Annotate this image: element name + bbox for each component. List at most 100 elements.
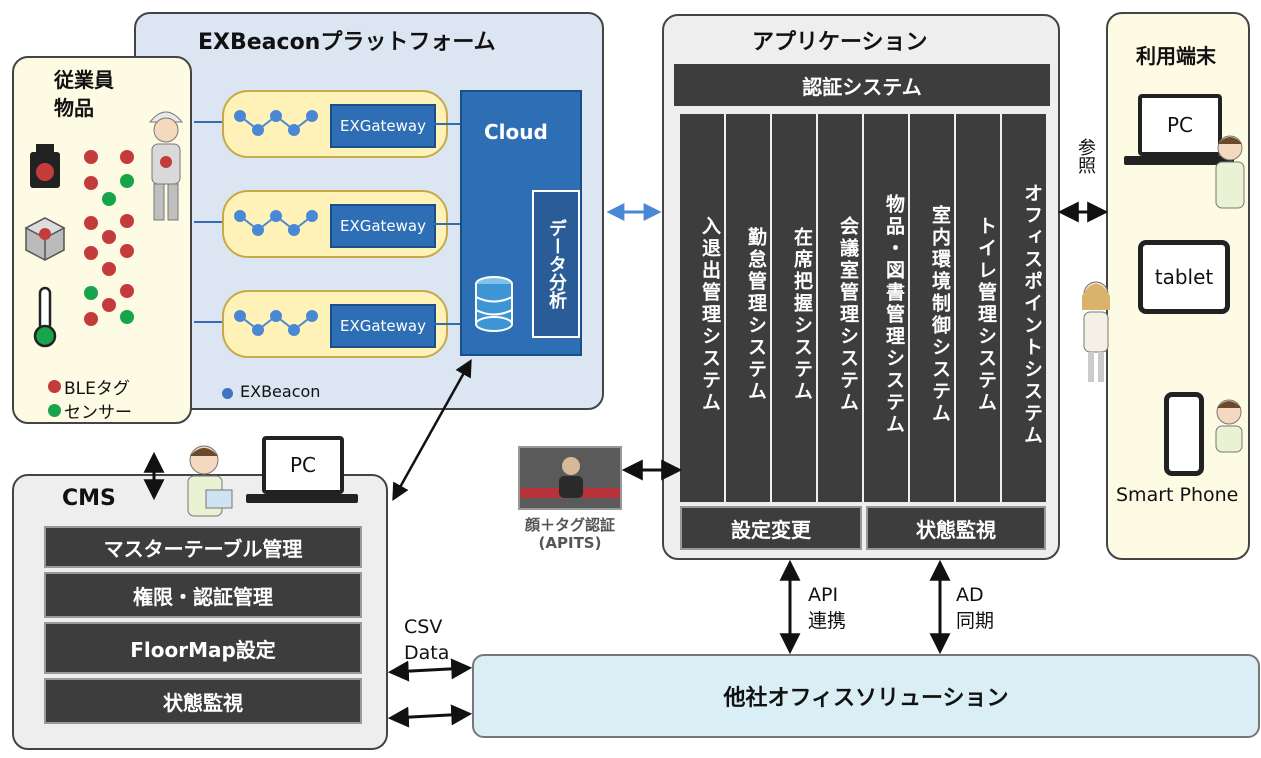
csv-line2: Data <box>404 642 450 664</box>
ble-tag-dot <box>120 284 134 298</box>
ble-tag-dot <box>120 244 134 258</box>
box-item-icon <box>24 217 66 261</box>
cms-item-2: 権限・認証管理 <box>44 572 362 618</box>
system-col-6: 室内環境制御システム <box>910 114 954 502</box>
tag-device-icon <box>30 144 60 188</box>
ble-tag-dot <box>102 230 116 244</box>
sensor-legend-dot <box>48 404 61 417</box>
cms-panel: CMS マスターテーブル管理 権限・認証管理 FloorMap設定 状態監視 <box>12 474 388 750</box>
ble-tag-dot <box>84 216 98 230</box>
ad-line1: AD <box>956 584 984 606</box>
ble-tag-dot <box>84 312 98 326</box>
cms-laptop-base-icon <box>246 494 358 503</box>
face-auth-line1: 顔＋タグ認証 <box>524 516 615 534</box>
cms-item-4: 状態監視 <box>44 678 362 724</box>
system-label-3: 在席把握システム <box>791 227 813 403</box>
system-col-4: 会議室管理システム <box>818 114 862 502</box>
person-face-icon <box>559 457 583 498</box>
system-label-7: トイレ管理システム <box>975 216 997 414</box>
ble-tag-dot <box>120 150 134 164</box>
laptop-base-icon <box>1124 156 1234 165</box>
system-col-7: トイレ管理システム <box>956 114 1000 502</box>
sensor-legend-label: センサー <box>64 403 132 423</box>
face-auth-image <box>518 446 622 510</box>
cms-pc-screen: PC <box>262 436 344 494</box>
beacon-mesh-3 <box>234 310 318 336</box>
system-label-4: 会議室管理システム <box>837 216 859 414</box>
cms-title: CMS <box>62 486 116 511</box>
ad-label: AD 同期 <box>956 582 994 634</box>
devices-panel: 利用端末 PC tablet Smart Phone <box>1082 12 1250 560</box>
ble-tag-dot <box>120 214 134 228</box>
gateway-1: EXGateway <box>330 104 436 148</box>
csv-line1: CSV <box>404 616 443 638</box>
arrow-cms-other-1 <box>387 658 473 682</box>
api-line2: 連携 <box>808 610 847 632</box>
ble-tag-dot <box>102 262 116 276</box>
gateway-2: EXGateway <box>330 204 436 248</box>
application-panel: アプリケーション 認証システム 入退出管理システム 勤怠管理システム 在席把握シ… <box>662 14 1060 560</box>
system-col-8: オフィスポイントシステム <box>1002 114 1046 502</box>
ble-legend-label: BLEタグ <box>64 379 130 399</box>
cms-item-3: FloorMap設定 <box>44 622 362 674</box>
api-label: API 連携 <box>808 582 846 634</box>
ble-legend-dot <box>48 380 61 393</box>
sensor-dot <box>84 286 98 300</box>
cms-item-1: マスターテーブル管理 <box>44 526 362 568</box>
face-auth-caption: 顔＋タグ認証 (APITS) <box>506 516 634 552</box>
platform-panel: EXBeaconプラットフォーム EXGateway EXGateway EXG… <box>134 12 604 410</box>
monitor-bar: 状態監視 <box>866 506 1046 550</box>
ble-tag-dot <box>84 150 98 164</box>
worker-icon <box>148 111 184 221</box>
beacon-legend-label: EXBeacon <box>240 382 321 401</box>
other-solutions-box: 他社オフィスソリューション <box>472 654 1260 738</box>
cms-operator-icon <box>187 445 233 517</box>
data-analysis-box: データ分析 <box>532 190 580 338</box>
ref-label: 参照 <box>1075 138 1096 174</box>
system-col-2: 勤怠管理システム <box>726 114 770 502</box>
system-col-1: 入退出管理システム <box>680 114 724 502</box>
ble-tag-dot <box>84 246 98 260</box>
arrow-cms-other-2 <box>387 704 473 728</box>
data-analysis-label: データ分析 <box>546 219 567 309</box>
beacon-mesh-1 <box>234 110 318 136</box>
auth-system-bar: 認証システム <box>674 64 1050 106</box>
thermometer-icon <box>33 286 57 348</box>
beacon-legend-dot <box>222 388 233 399</box>
device-tablet-label: tablet <box>1154 265 1214 289</box>
cms-pc-label: PC <box>289 453 317 477</box>
other-solutions-label: 他社オフィスソリューション <box>723 686 1009 711</box>
settings-bar: 設定変更 <box>680 506 862 550</box>
device-phone <box>1164 392 1204 476</box>
device-tablet: tablet <box>1138 240 1230 314</box>
staff-panel: 従業員 物品 BLEタグ センサー <box>12 56 192 424</box>
api-line1: API <box>808 584 839 606</box>
system-col-3: 在席把握システム <box>772 114 816 502</box>
system-label-5: 物品・図書管理システム <box>883 194 905 436</box>
application-title: アプリケーション <box>752 30 928 55</box>
sensor-dot <box>120 310 134 324</box>
csv-label: CSV Data <box>404 614 449 666</box>
staff-title-line2: 物品 <box>54 96 94 120</box>
gateway-3: EXGateway <box>330 304 436 348</box>
staff-title-line1: 従業員 <box>54 68 114 92</box>
system-col-5: 物品・図書管理システム <box>864 114 908 502</box>
devices-title: 利用端末 <box>1136 44 1216 68</box>
user-man-2-icon <box>1215 399 1243 453</box>
face-auth-line2: (APITS) <box>538 534 602 552</box>
user-man-icon <box>1215 135 1245 209</box>
device-pc-label: PC <box>1166 113 1194 137</box>
ble-tag-dot <box>102 298 116 312</box>
user-woman-icon <box>1082 281 1110 382</box>
system-label-6: 室内環境制御システム <box>929 205 951 425</box>
beacon-mesh-2 <box>234 210 318 236</box>
ble-tag-dot <box>84 176 98 190</box>
platform-title: EXBeaconプラットフォーム <box>198 30 496 55</box>
cloud-label: Cloud <box>484 120 548 144</box>
staff-title: 従業員 物品 <box>54 66 114 122</box>
cloud-box: Cloud データ分析 <box>460 90 582 356</box>
database-icon <box>475 276 513 332</box>
ad-line2: 同期 <box>956 610 995 632</box>
sensor-dot <box>102 192 116 206</box>
system-label-8: オフィスポイントシステム <box>1021 183 1043 447</box>
